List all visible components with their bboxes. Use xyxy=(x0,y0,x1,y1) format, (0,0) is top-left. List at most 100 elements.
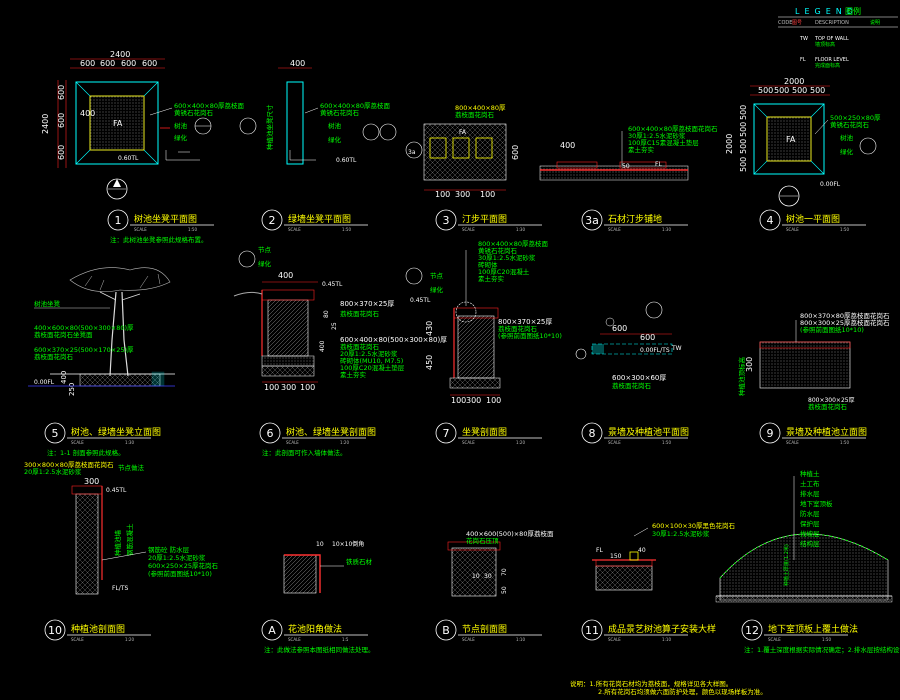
legend-row-cn: 完成面标高 xyxy=(815,62,840,69)
section-marker xyxy=(106,178,128,200)
legend-title-cn: 图例 xyxy=(845,6,861,16)
detail-title: 树池、绿墙坐凳立面图 xyxy=(71,426,161,438)
note-text: 600×400×80(500×300×80)厚 xyxy=(340,336,447,344)
scale-label: SCALE xyxy=(462,637,475,642)
dim-label: 600 xyxy=(80,59,95,68)
level-label: 0.45TL xyxy=(322,281,343,288)
detail-1-tree-pit-bench-plan: 2400 600 600 600 600 2400 600 600 600 40… xyxy=(41,50,244,200)
note-text: 土工布 xyxy=(800,479,820,488)
dim-label: 500 xyxy=(792,86,807,95)
dim-label: 400 xyxy=(278,271,293,280)
scale-value: 1:10 xyxy=(516,637,525,642)
legend-row-code: TW xyxy=(799,36,808,42)
detail-2-green-wall-bench-plan: 400 种植池坐凳尺寸 600×400×80厚荔枝面 黄锈石花岗石 树池 绿化 … xyxy=(239,59,397,165)
note-text: 保护层 xyxy=(800,519,820,528)
note-text: 荔枝面花岗石 xyxy=(340,309,380,318)
note-text: 绿化 xyxy=(840,147,854,156)
dim-label: 500 xyxy=(774,86,789,95)
note-text: 800×300×25厚荔枝面花岗石 xyxy=(800,318,890,327)
dim-label: 500 xyxy=(739,105,748,120)
detail-8-feature-wall-plan: 600 600 0.00FL/TS TW 600×300×60厚 荔枝面花岗石 xyxy=(575,301,682,390)
note-text: 钢筋混凝土 xyxy=(125,523,134,556)
legend-row-cn: 墙顶标高 xyxy=(815,41,835,48)
detail-7-seat-section: 节点 绿化 800×400×80厚荔枝面 黄锈石花岗石 30厚1:2.5水泥砂浆… xyxy=(405,239,562,405)
dim-label: 2400 xyxy=(41,114,50,134)
note-text: 30厚1:2.5水泥砂浆 xyxy=(628,131,686,140)
scale-label: SCALE xyxy=(786,440,799,445)
note-text: 800×300×25厚 xyxy=(808,397,855,404)
dim-label: 10 xyxy=(316,541,324,548)
note-text: 黄锈石花岗石 xyxy=(478,246,518,255)
dim-label: 300 xyxy=(466,396,481,405)
scale-label: SCALE xyxy=(608,637,621,642)
note-text: 花岗石压顶 xyxy=(466,536,499,545)
note-text: 种植池坐凳尺寸 xyxy=(265,104,274,150)
detail-title: 树池坐凳平面图 xyxy=(134,213,197,225)
detail-number-circle xyxy=(261,209,283,231)
note-text: 绿化 xyxy=(328,135,342,144)
note-text: 100厚C20混凝土 xyxy=(478,267,530,276)
scale-label: SCALE xyxy=(462,227,475,232)
detail-title: 树池、绿墙坐凳剖面图 xyxy=(286,426,376,438)
note-text: 荔枝面花岗石 xyxy=(455,110,495,119)
detail-title: 地下室顶板上覆土做法 xyxy=(768,623,858,635)
dim-label: 600 xyxy=(57,113,66,128)
detail-number-circle xyxy=(44,422,66,444)
note-text: 荔枝面花岗石 xyxy=(340,342,380,351)
detail-number-circle xyxy=(759,209,781,231)
detail-note: 注：此剖面可作入墙体做法。 xyxy=(262,448,347,457)
level-label: 0.60TL xyxy=(118,155,139,162)
dim-label: 150 xyxy=(610,553,622,560)
note-text: (参照前面图纸10*10) xyxy=(800,325,864,334)
note-text: 树池 xyxy=(328,121,342,130)
note-text: (参照前面图纸10*10) xyxy=(498,331,562,340)
dim-label: 500 xyxy=(758,86,773,95)
note-text: 黄锈石花岗石 xyxy=(174,108,214,117)
detail-number: 3a xyxy=(585,214,599,227)
detail-title: 坐凳剖面图 xyxy=(462,426,507,438)
dim-label: 400 xyxy=(290,59,305,68)
legend-col-code-cn: 图号 xyxy=(792,20,802,26)
note-text: 600×400×80厚荔枝面 xyxy=(320,101,390,110)
dim-label: 100 xyxy=(435,190,450,199)
dim-label: 450 xyxy=(425,355,434,370)
detail-number: B xyxy=(442,624,450,637)
dim-label: 50 xyxy=(501,586,508,594)
detail-number-circle xyxy=(581,619,603,641)
note-text: 结构层 xyxy=(800,539,820,548)
dim-label: 50 xyxy=(622,163,630,170)
dim-label: 70 xyxy=(501,568,508,576)
note-text: 800×370×25厚 xyxy=(498,318,552,326)
detail-number-circle xyxy=(261,619,283,641)
detail-title: 汀步平面图 xyxy=(462,214,507,225)
detail-10-planter-section: 300×800×80厚荔枝面花岗石 20厚1:2.5水泥砂浆 300 0.45T… xyxy=(24,460,218,595)
scale-value: 1:20 xyxy=(340,440,349,445)
legend: LEGEND 图例 CODE 图号 DESCRIPTION 说明 TW TOP … xyxy=(778,6,898,69)
detail-title: 景墙及种植池平面图 xyxy=(608,426,689,438)
scale-value: 1:50 xyxy=(840,440,849,445)
dim-label: 100 xyxy=(300,383,315,392)
note-text: 树池坐凳 xyxy=(34,299,61,308)
pa-label: FA xyxy=(459,129,467,136)
dim-label: 500 xyxy=(739,139,748,154)
legend-row-code: FL xyxy=(800,57,806,63)
fl-label: FL xyxy=(655,161,662,168)
note-text: 20厚1:2.5水泥砂浆 xyxy=(340,349,398,358)
section-marker xyxy=(194,117,212,135)
dim-label: 500 xyxy=(739,157,748,172)
note-text: 树池 xyxy=(840,133,854,142)
detail-number-circle xyxy=(44,619,66,641)
note-text: 地下室顶板 xyxy=(800,499,833,508)
scale-value: 1:50 xyxy=(342,227,351,232)
note-text: 800×400×80厚 xyxy=(455,104,506,112)
detail-3a-stone-paving-section: 400 FL 50 600×400×80厚荔枝面花岗石 30厚1:2.5水泥砂浆… xyxy=(539,124,718,181)
detail-note: 注：1.覆土深度根据实际情况确定；2.排水层按结构设计要求。 xyxy=(744,645,900,654)
scale-label: SCALE xyxy=(608,440,621,445)
note-text: 400×600(500)×80厚荔枝面 xyxy=(466,529,554,538)
